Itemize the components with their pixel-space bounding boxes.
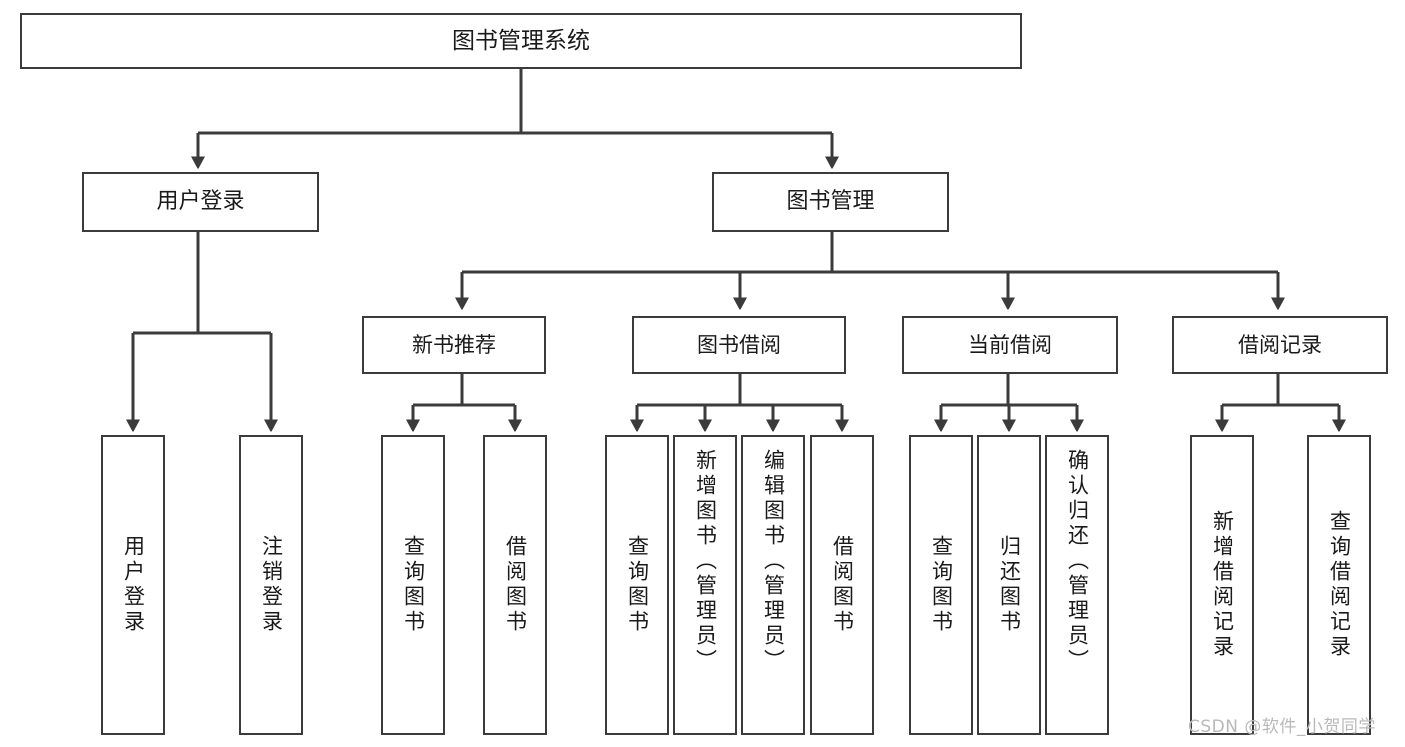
node-label: 查询图书 [929,535,954,635]
node-label: 编辑图书（管理员） [761,449,786,674]
node-leaf-user-login-signout[interactable]: 注销登录 [239,435,303,735]
node-leaf-new-book-query[interactable]: 查询图书 [381,435,445,735]
node-label: 用户登录 [156,189,245,215]
node-label: 图书管理 [786,189,875,215]
node-label: 当前借阅 [968,332,1052,357]
node-label: 查询借阅记录 [1327,510,1352,660]
node-label: 查询图书 [625,535,650,635]
node-leaf-new-book-borrow[interactable]: 借阅图书 [483,435,547,735]
node-label: 图书管理系统 [452,27,590,54]
node-label: 新增借阅记录 [1210,510,1235,660]
node-book-borrowing[interactable]: 图书借阅 [632,316,846,374]
node-label: 新增图书（管理员） [693,449,718,674]
node-label: 注销登录 [259,535,284,635]
node-label: 查询图书 [401,535,426,635]
node-label: 新书推荐 [412,332,496,357]
node-root-book-management-system[interactable]: 图书管理系统 [20,13,1022,69]
node-leaf-book-borrow-query[interactable]: 查询图书 [605,435,669,735]
node-leaf-book-borrow-add[interactable]: 新增图书（管理员） [673,435,737,735]
node-new-book-recommendation[interactable]: 新书推荐 [362,316,546,374]
node-leaf-book-borrow-borrow[interactable]: 借阅图书 [810,435,874,735]
node-borrowing-records[interactable]: 借阅记录 [1172,316,1388,374]
node-label: 确认归还（管理员） [1065,449,1090,674]
node-label: 借阅记录 [1238,332,1322,357]
node-leaf-user-login-signin[interactable]: 用户登录 [101,435,165,735]
node-label: 借阅图书 [830,535,855,635]
node-label: 用户登录 [121,535,146,635]
node-leaf-record-add[interactable]: 新增借阅记录 [1190,435,1254,735]
node-leaf-current-borrow-confirm-return[interactable]: 确认归还（管理员） [1045,435,1109,735]
node-user-login[interactable]: 用户登录 [82,172,319,232]
node-leaf-book-borrow-edit[interactable]: 编辑图书（管理员） [741,435,805,735]
node-leaf-current-borrow-return[interactable]: 归还图书 [977,435,1041,735]
node-current-borrowing[interactable]: 当前借阅 [902,316,1118,374]
node-book-management[interactable]: 图书管理 [712,172,949,232]
node-leaf-record-query[interactable]: 查询借阅记录 [1307,435,1371,735]
node-leaf-current-borrow-query[interactable]: 查询图书 [909,435,973,735]
node-label: 归还图书 [997,535,1022,635]
node-label: 借阅图书 [503,535,528,635]
node-label: 图书借阅 [697,332,781,357]
